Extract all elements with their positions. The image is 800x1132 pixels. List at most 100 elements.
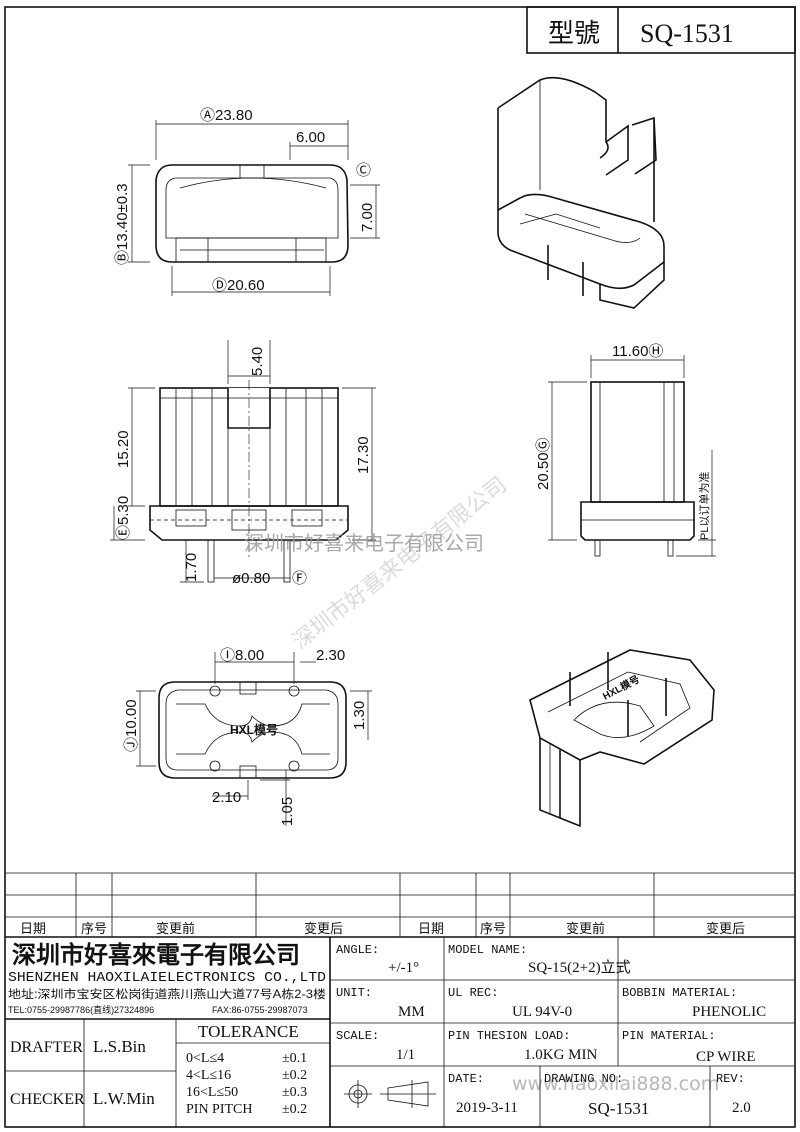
rev-header-no-1: 序号 [81, 921, 107, 936]
tolerance-range-1: 0<L≤4 [186, 1051, 224, 1066]
dim-c-label: 6.00 [296, 129, 325, 146]
bottom-view-notch-top [239, 681, 257, 695]
iso-top-back-wall [497, 76, 609, 159]
sheet-border [4, 6, 796, 1128]
model-name-value: SQ-15(2+2)立式 [528, 959, 631, 976]
bottom-view-top-contour [176, 703, 330, 727]
tolerance-label: TOLERANCE [198, 1022, 299, 1041]
pin-material-label: PIN MATERIAL: [622, 1029, 716, 1043]
bottom-view-pin-2 [288, 685, 300, 697]
rev-header-date-2: 日期 [418, 921, 444, 936]
isometric-bottom-view: HXL模号 [529, 649, 715, 828]
dim-f-tag: Ⓕ [292, 570, 307, 587]
checker-value: L.W.Min [93, 1089, 155, 1108]
dim-i-label: Ⓘ8.00 [220, 647, 264, 664]
pin-tension-label: PIN THESION LOAD: [448, 1029, 570, 1043]
tolerance-range-2: 4<L≤16 [186, 1068, 231, 1083]
scale-value: 1/1 [396, 1047, 415, 1063]
unit-label: UNIT: [336, 986, 372, 1000]
model-name-label: MODEL NAME: [448, 943, 527, 957]
top-view-flange [175, 237, 327, 263]
pin-tension-value: 1.0KG MIN [524, 1047, 597, 1063]
front-view-pin-right [283, 539, 291, 583]
bottom-view-bottom-contour [176, 731, 330, 755]
rev-header-after-2: 变更后 [706, 921, 745, 936]
pl-note: PL以订单为准 [698, 472, 711, 540]
drafter-label: DRAFTER [10, 1039, 83, 1056]
front-view: 5.40 15.20 Ⓔ5.30 17.30 1.70 ø0.80 Ⓕ [110, 340, 376, 587]
tolerance-value-3: ±0.3 [282, 1085, 307, 1100]
company-fax: FAX:86-0755-29987073 [212, 1005, 308, 1015]
iso-top-flange [599, 262, 665, 309]
date-label: DATE: [448, 1072, 484, 1086]
bottom-view-inner [165, 689, 339, 771]
pin-material-value: CP WIRE [696, 1049, 756, 1065]
rev-label: REV: [716, 1072, 745, 1086]
bottom-view-outline [158, 681, 347, 779]
bottom-view: HXL模号 Ⓘ8.00 2.30 Ⓙ10.00 1.30 2.10 1.05 [123, 647, 372, 826]
dim-170-label: 1.70 [183, 553, 200, 582]
bobbin-material-label: BOBBIN MATERIAL: [622, 986, 737, 1000]
dim-j-label: Ⓙ10.00 [123, 699, 140, 752]
dim-c-tag: Ⓒ [356, 162, 371, 179]
dim-7-label: 7.00 [359, 203, 376, 232]
dim-130-label: 1.30 [351, 701, 368, 730]
drafter-value: L.S.Bin [93, 1037, 146, 1056]
dim-540-label: 5.40 [249, 347, 266, 376]
front-view-pin-left [207, 539, 215, 583]
top-view-curve [179, 177, 327, 189]
top-view: Ⓐ23.80 6.00 Ⓒ 7.00 Ⓑ13.40±0.3 Ⓓ20.60 [114, 107, 380, 296]
iso-top-base [497, 193, 665, 290]
front-view-slot [227, 388, 271, 429]
tolerance-range-3: 16<L≤50 [186, 1085, 238, 1100]
checker-label: CHECKER [10, 1091, 85, 1108]
projection-symbol [344, 1080, 436, 1108]
dim-210-label: 2.10 [212, 789, 241, 806]
iso-top-tab-2 [631, 116, 657, 175]
iso-bottom-outline [529, 649, 715, 765]
title-block: 深圳市好喜來電子有限公司 SHENZHEN HAOXILAIELECTRONIC… [5, 937, 795, 1127]
iso-bottom-marking: HXL模号 [600, 672, 641, 702]
company-tel: TEL:0755-29987786(直线)27324896 [8, 1004, 154, 1015]
top-view-notch [239, 164, 265, 179]
dim-a-label: Ⓐ23.80 [200, 107, 253, 124]
ul-rec-value: UL 94V-0 [512, 1004, 572, 1020]
bottom-view-pin-3 [209, 760, 221, 772]
model-label: 型號 [548, 18, 600, 48]
side-view: 11.60Ⓗ 20.50Ⓖ PL以订单为准 [535, 343, 716, 557]
model-header: 型號 SQ-1531 [526, 6, 796, 54]
bottom-view-pin-1 [209, 685, 221, 697]
top-view-outline [155, 164, 349, 263]
unit-value: MM [398, 1004, 425, 1020]
top-view-inner-wall [165, 177, 339, 239]
drawing-no-label: DRAWING NO: [544, 1072, 623, 1086]
side-view-base [580, 501, 695, 541]
watermark-company: 深圳市好喜来电子有限公司 [244, 531, 484, 555]
model-value: SQ-1531 [640, 19, 734, 48]
side-view-body [590, 381, 685, 503]
iso-bottom-wall-front [559, 760, 581, 828]
dim-230-label: 2.30 [316, 647, 345, 664]
bobbin-material-value: PHENOLIC [692, 1004, 766, 1020]
rev-header-after-1: 变更后 [304, 921, 343, 936]
rev-header-before-2: 变更前 [566, 921, 605, 936]
rev-header-before-1: 变更前 [156, 921, 195, 936]
dim-g-label: 20.50Ⓖ [535, 437, 552, 490]
tolerance-value-4: ±0.2 [282, 1102, 307, 1117]
date-value: 2019-3-11 [456, 1100, 518, 1116]
dim-d-label: Ⓓ20.60 [212, 277, 265, 294]
tolerance-value-1: ±0.1 [282, 1051, 307, 1066]
tolerance-range-4: PIN PITCH [186, 1102, 253, 1117]
drawing-no-value: SQ-1531 [588, 1099, 649, 1118]
ul-rec-label: UL REC: [448, 986, 498, 1000]
iso-bottom-edge [579, 751, 601, 761]
company-name-cn: 深圳市好喜來電子有限公司 [12, 941, 300, 969]
bottom-view-pin-4 [288, 760, 300, 772]
bottom-view-marking: HXL模号 [230, 722, 278, 737]
angle-value: +/-1° [388, 960, 419, 976]
dim-f-label: ø0.80 [232, 570, 270, 587]
side-view-pin-right [667, 539, 674, 557]
iso-top-base-inner [524, 213, 641, 243]
side-view-pin-left [594, 539, 601, 557]
